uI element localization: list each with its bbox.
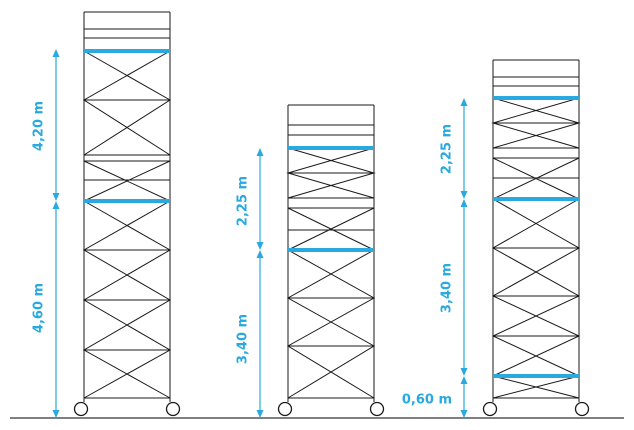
tower-2-dimension-lines — [256, 148, 264, 418]
tower-3-dim-label-lower: 0,60 m — [402, 393, 452, 408]
tower-1-brace — [82, 200, 171, 399]
arrow-up-icon — [460, 376, 468, 384]
tower-2-dim-label-lower: 3,40 m — [236, 314, 251, 364]
arrow-up-icon — [256, 148, 264, 156]
arrow-up-icon — [52, 201, 60, 209]
tower-3-brace — [492, 375, 580, 399]
tower-3-brace — [492, 157, 580, 200]
arrow-down-icon — [52, 193, 60, 201]
tower-3-dim-label-upper: 2,25 m — [440, 124, 455, 174]
arrow-down-icon — [52, 410, 60, 418]
tower-3-dimension-lines — [460, 98, 468, 418]
tower-2-wheel — [277, 401, 293, 417]
tower-2-brace — [287, 147, 376, 199]
tower-2-brace — [287, 207, 375, 251]
tower-3-brace — [491, 198, 581, 377]
tower-2 — [277, 104, 385, 417]
tower-3-wheel — [482, 401, 498, 417]
arrow-up-icon — [460, 98, 468, 106]
tower-2-brace — [286, 249, 375, 399]
tower-1-wheel — [73, 401, 89, 417]
tower-1-wheel — [165, 401, 181, 417]
tower-1-brace — [83, 200, 172, 399]
tower-3-brace — [491, 97, 580, 149]
arrow-up-icon — [52, 49, 60, 57]
tower-3-brace — [492, 97, 581, 149]
arrow-up-icon — [256, 250, 264, 258]
tower-2-brace — [287, 249, 376, 399]
tower-1-dim-label-lower: 4,60 m — [32, 283, 47, 333]
arrow-down-icon — [256, 410, 264, 418]
tower-1-brace — [83, 160, 171, 202]
tower-1-brace — [83, 50, 171, 156]
arrow-down-icon — [460, 368, 468, 376]
tower-3-brace — [491, 198, 581, 377]
arrow-up-icon — [460, 199, 468, 207]
tower-2-wheel — [369, 401, 385, 417]
tower-2-dim-label-upper: 2,25 m — [236, 176, 251, 226]
arrow-down-icon — [256, 242, 264, 250]
tower-1-dimension-lines — [52, 49, 60, 418]
tower-1 — [73, 11, 181, 417]
tower-1-brace — [83, 50, 171, 156]
tower-3-wheel — [574, 401, 590, 417]
tower-1-dim-label-upper: 4,20 m — [32, 101, 47, 151]
tower-3 — [482, 59, 590, 417]
tower-3-dim-label-middle: 3,40 m — [440, 263, 455, 313]
tower-2-brace — [286, 147, 375, 199]
arrow-down-icon — [460, 410, 468, 418]
arrow-down-icon — [460, 191, 468, 199]
